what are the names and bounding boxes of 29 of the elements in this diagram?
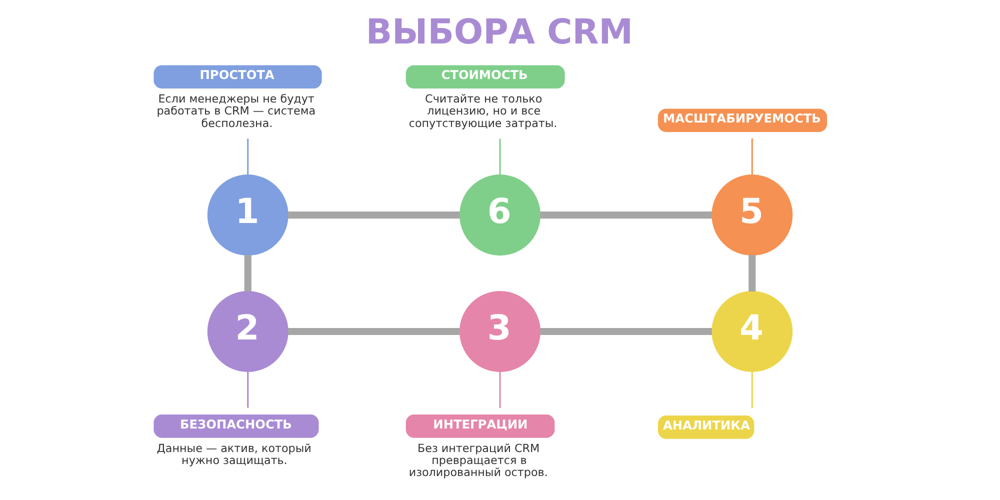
connector (244, 254, 252, 291)
connector (751, 138, 753, 174)
connector (288, 327, 460, 335)
node-label: Данные — актив, который нужно защищать. (156, 441, 312, 466)
connector (540, 211, 712, 218)
node-box: ПРОСТОТА (154, 64, 322, 88)
node-circle: 3 (460, 290, 540, 372)
connector (247, 371, 249, 408)
node-circle: 4 (712, 290, 793, 372)
diagram-title: ВЫБОРА CRM (366, 12, 633, 52)
node-box: ИНТЕГРАЦИИ (406, 414, 555, 438)
node-label: Если менеджеры не будут работать в CRM — система бесполезна. (156, 92, 316, 130)
connector (748, 254, 756, 291)
node-box: БЕЗОПАСНОСТЬ (154, 414, 319, 438)
connector (540, 327, 712, 335)
node-box: АНАЛИТИКА (658, 415, 754, 438)
node-box: МАСШТАБИРУЕМОСТЬ (658, 108, 828, 132)
connector (288, 211, 460, 218)
node-box: СТОИМОСТЬ (406, 64, 565, 88)
connector (499, 138, 501, 175)
node-circle: 1 (207, 174, 288, 256)
node-label: Считайте не только лицензию, но и все сопутствующие затраты. (408, 92, 558, 130)
node-circle: 6 (460, 174, 540, 256)
connector (247, 138, 249, 175)
node-circle: 2 (207, 290, 288, 372)
node-circle: 5 (712, 174, 793, 256)
node-label: Без интеграций CRM превращается в изолированный остров. (408, 441, 548, 479)
connector (499, 371, 501, 408)
connector (751, 371, 753, 408)
